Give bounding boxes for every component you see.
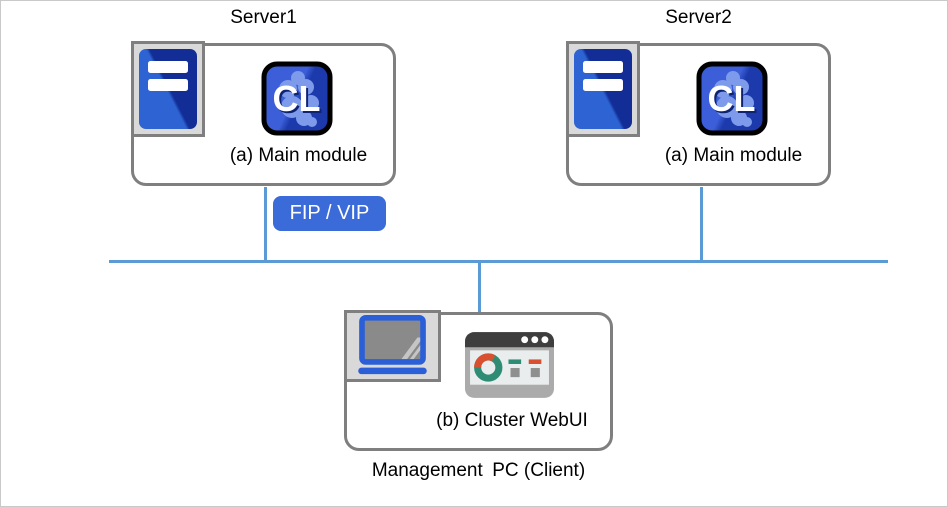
network-line-management	[478, 262, 481, 314]
server2-tower-frame	[566, 41, 640, 137]
server1-title: Server1	[230, 7, 297, 28]
cl-logo-text: CL	[273, 78, 321, 119]
server-tower-icon	[137, 47, 199, 131]
cl-splat-shape	[279, 71, 319, 127]
management-module-label: (b) Cluster WebUI	[436, 410, 588, 431]
network-line-server2	[700, 187, 703, 262]
laptop-frame	[344, 310, 441, 382]
fip-vip-badge: FIP / VIP	[273, 196, 386, 231]
management-pc-caption: Management PC (Client)	[371, 460, 586, 481]
cl-logo-icon: CL CL	[261, 61, 333, 136]
laptop-icon	[349, 315, 436, 377]
fip-vip-label: FIP / VIP	[289, 202, 370, 224]
cl-splat-shape	[714, 71, 754, 127]
svg-text:CL: CL	[275, 80, 323, 121]
server1-module-label: (a) Main module	[229, 145, 368, 166]
svg-text:CL: CL	[710, 80, 758, 121]
server1-tower-frame	[131, 41, 205, 137]
webui-browser-icon	[465, 332, 554, 398]
server2-module-label: (a) Main module	[664, 145, 803, 166]
server-tower-icon	[572, 47, 634, 131]
network-line-server1	[264, 187, 267, 262]
donut-segment	[474, 353, 496, 368]
cl-logo-icon: CL CL	[696, 61, 768, 136]
server2-title: Server2	[665, 7, 732, 28]
network-line-horizontal	[109, 260, 888, 263]
cl-logo-text: CL	[708, 78, 756, 119]
